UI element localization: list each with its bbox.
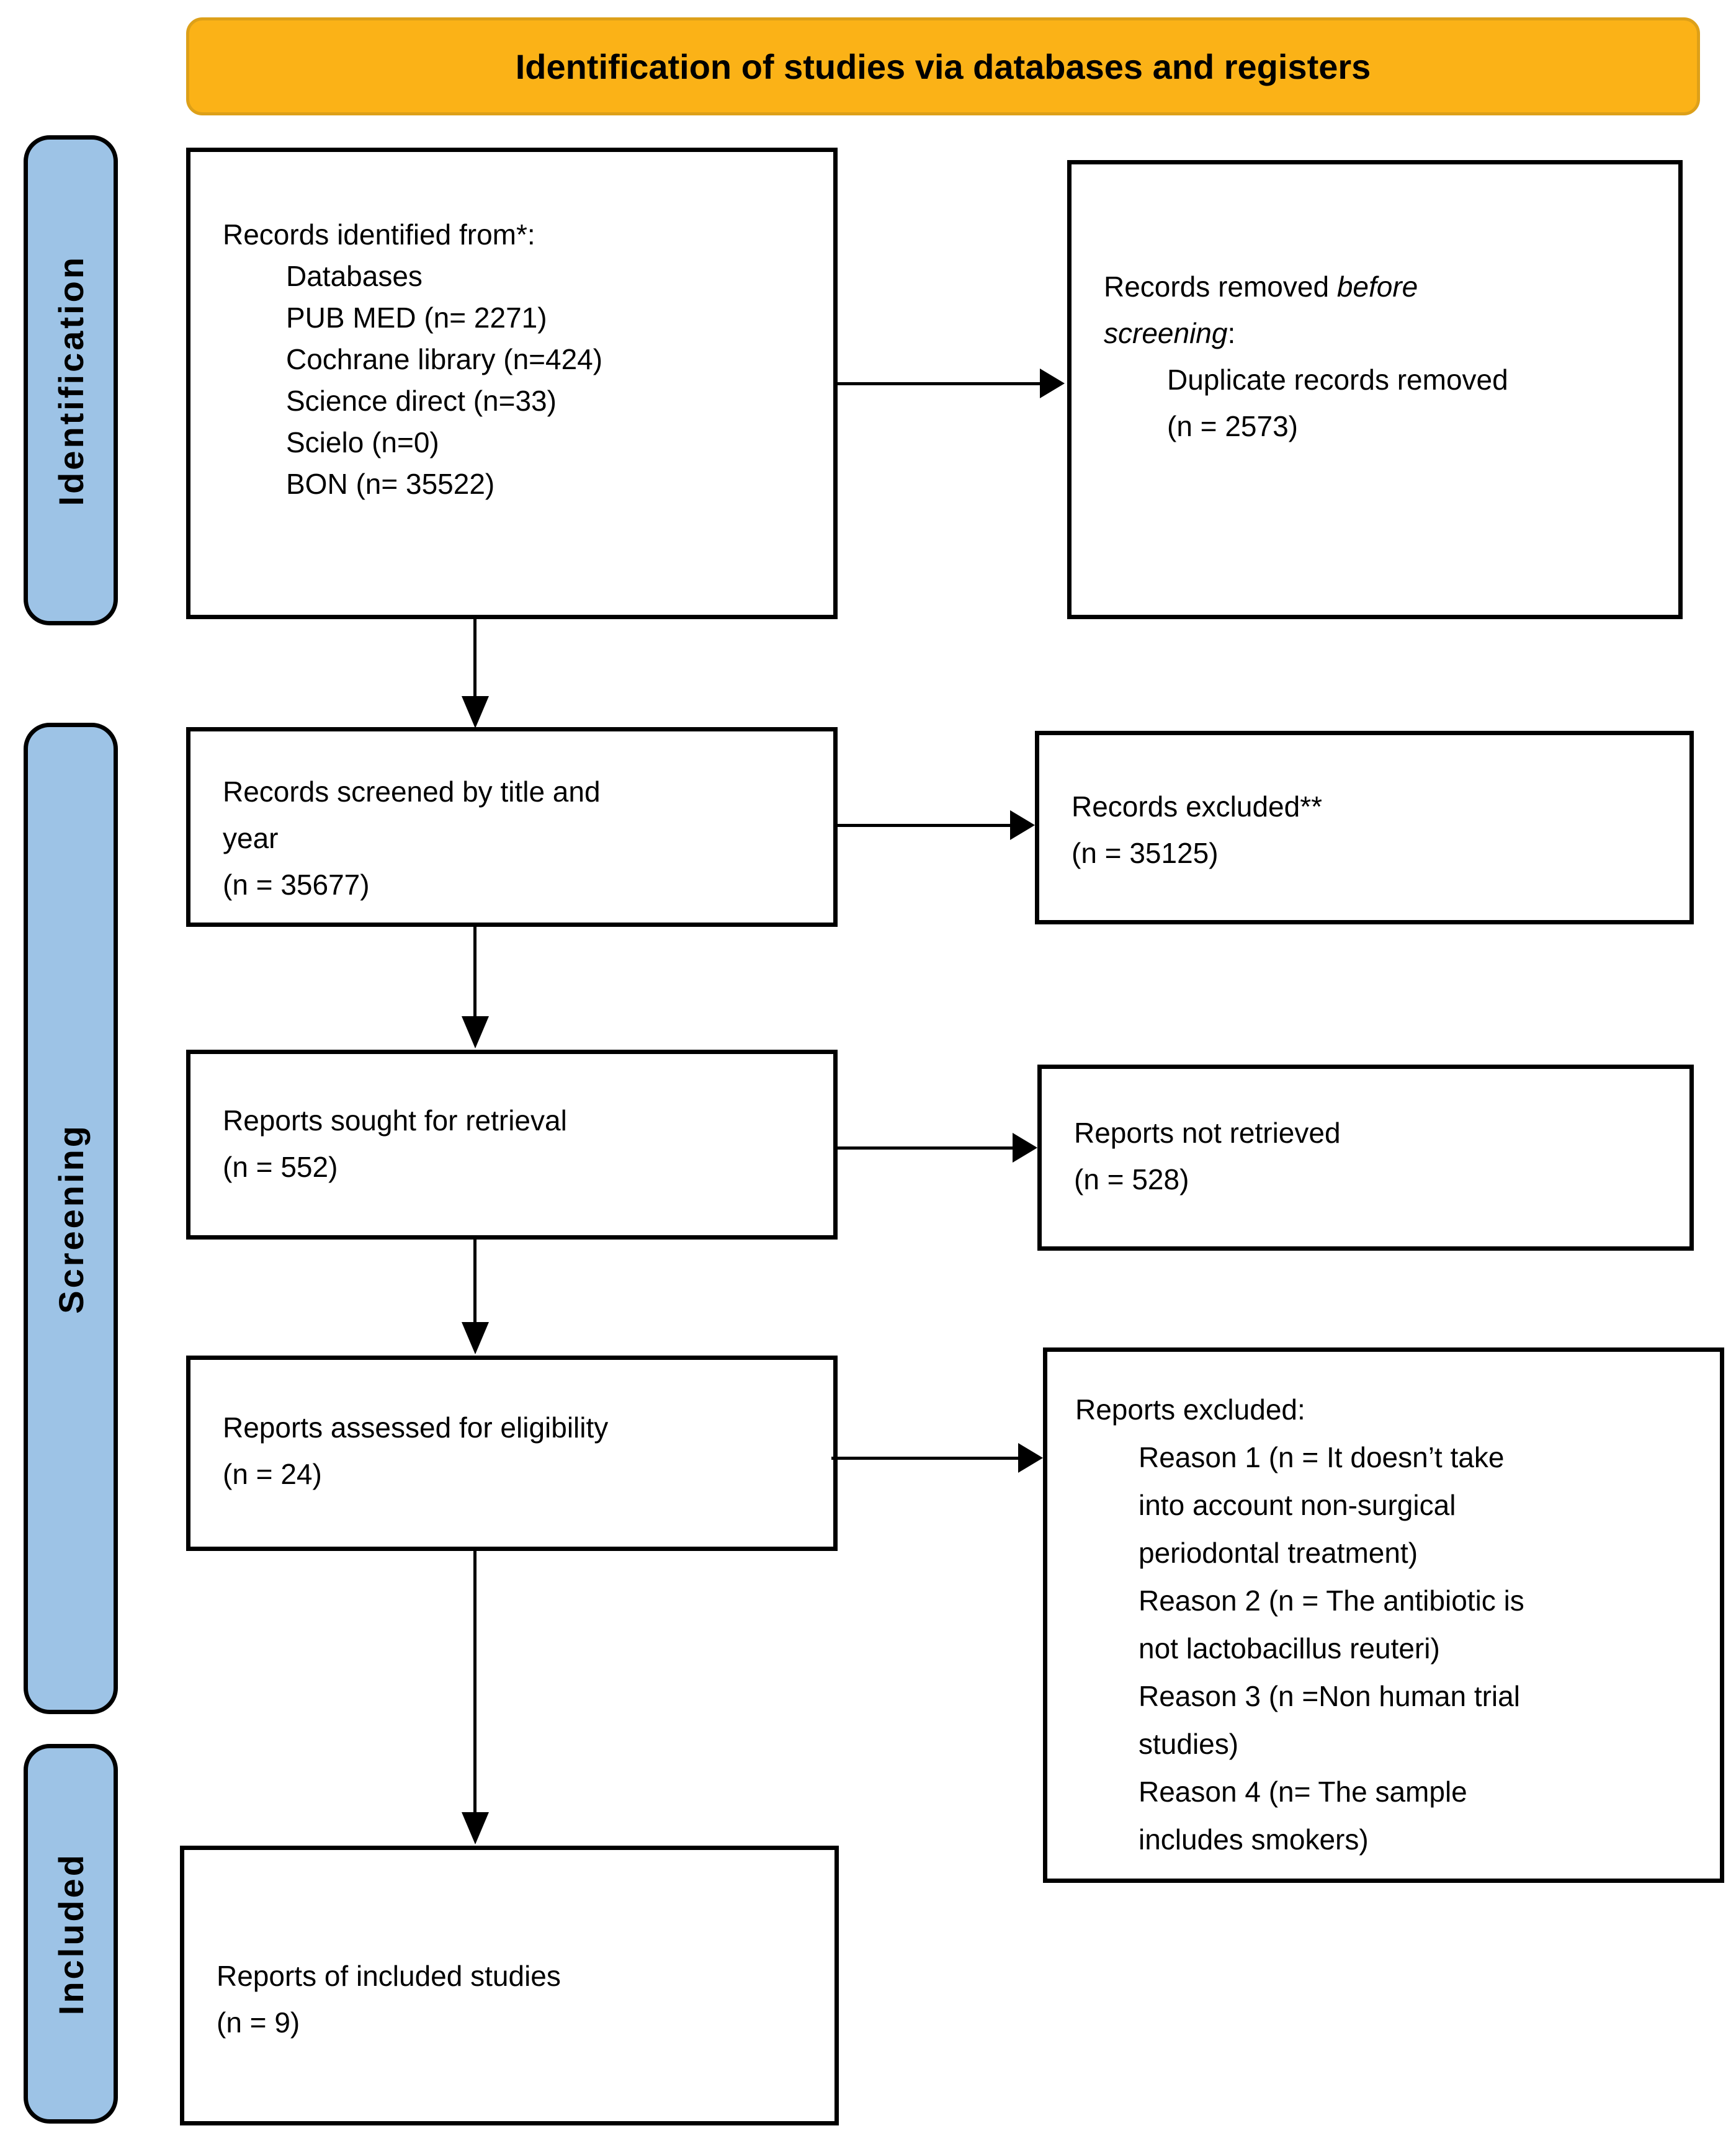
stage-label-included: Included xyxy=(51,1852,91,2016)
arrow-down-icon xyxy=(462,696,489,728)
arrow-right-icon xyxy=(1013,1133,1037,1163)
text-line: Reason 3 (n =Non human trial xyxy=(1139,1680,1520,1712)
text-line: Records excluded** xyxy=(1072,790,1323,823)
arrow-sought-to-notretrieved-line xyxy=(838,1146,1013,1150)
text-line: Records identified from*: xyxy=(223,218,535,251)
text-line: (n = 35677) xyxy=(223,869,370,901)
arrow-identified-to-removed-line xyxy=(838,382,1040,385)
text-line: Reason 4 (n= The sample xyxy=(1139,1776,1467,1808)
box-reports-sought: Reports sought for retrieval (n = 552) xyxy=(186,1050,838,1240)
text-line: screening: xyxy=(1104,317,1236,349)
box-reports-excluded-reasons: Reports excluded: Reason 1 (n = It doesn’… xyxy=(1043,1347,1724,1883)
text-line: Reason 2 (n = The antibiotic is xyxy=(1139,1584,1524,1617)
text-line: (n = 35125) xyxy=(1072,837,1219,869)
text-line: Records removed before xyxy=(1104,270,1418,303)
text-line: PUB MED (n= 2271) xyxy=(286,302,547,334)
arrow-screened-to-sought-line xyxy=(473,926,477,1017)
text-line: Databases xyxy=(286,260,423,292)
arrow-assessed-to-reasons-line xyxy=(831,1457,1018,1460)
arrow-down-icon xyxy=(462,1322,489,1354)
text-line: Duplicate records removed xyxy=(1167,364,1508,396)
text-line: Reports not retrieved xyxy=(1074,1117,1341,1149)
text-line: Scielo (n=0) xyxy=(286,426,439,458)
text-line: (n = 9) xyxy=(217,2006,300,2039)
text-line: includes smokers) xyxy=(1139,1823,1369,1856)
text-line: BON (n= 35522) xyxy=(286,468,495,500)
text-line: (n = 24) xyxy=(223,1458,322,1490)
text-line: into account non-surgical xyxy=(1139,1489,1456,1521)
box-records-excluded: Records excluded** (n = 35125) xyxy=(1035,731,1694,924)
text-line: not lactobacillus reuteri) xyxy=(1139,1632,1440,1665)
text-line: (n = 552) xyxy=(223,1151,338,1183)
box-reports-not-retrieved: Reports not retrieved (n = 528) xyxy=(1037,1065,1694,1251)
text-line: (n = 2573) xyxy=(1167,410,1298,442)
text-line: Science direct (n=33) xyxy=(286,385,557,417)
text-line: periodontal treatment) xyxy=(1139,1537,1418,1569)
text-line: Reports excluded: xyxy=(1075,1393,1305,1426)
text-line: Reason 1 (n = It doesn’t take xyxy=(1139,1441,1505,1473)
arrow-sought-to-assessed-line xyxy=(473,1238,477,1323)
box-reports-assessed: Reports assessed for eligibility (n = 24) xyxy=(186,1356,838,1551)
header-banner: Identification of studies via databases … xyxy=(186,17,1700,115)
stage-bar-included: Included xyxy=(24,1744,118,2124)
stage-bar-screening: Screening xyxy=(24,723,118,1714)
stage-bar-identification: Identification xyxy=(24,135,118,625)
stage-label-identification: Identification xyxy=(51,254,91,506)
box-records-screened: Records screened by title and year (n = 35… xyxy=(186,727,838,927)
stage-label-screening: Screening xyxy=(51,1123,91,1314)
box-reports-included: Reports of included studies (n = 9) xyxy=(180,1846,839,2125)
text-line: studies) xyxy=(1139,1728,1239,1760)
arrow-right-icon xyxy=(1010,810,1035,840)
arrow-identified-to-screened-line xyxy=(473,619,477,697)
arrow-assessed-to-included-line xyxy=(473,1550,477,1813)
arrow-right-icon xyxy=(1040,369,1065,398)
arrow-down-icon xyxy=(462,1812,489,1844)
box-records-removed-before-screening: Records removed before screening: Duplicat… xyxy=(1067,160,1683,619)
text-line: (n = 528) xyxy=(1074,1163,1189,1195)
text-line: Reports of included studies xyxy=(217,1960,561,1992)
diagram-title: Identification of studies via databases … xyxy=(515,47,1371,86)
text-line: Records screened by title and xyxy=(223,775,601,808)
text-line: Reports assessed for eligibility xyxy=(223,1411,609,1444)
text-line: Cochrane library (n=424) xyxy=(286,343,603,375)
arrow-screened-to-excluded-line xyxy=(838,824,1010,827)
arrow-down-icon xyxy=(462,1016,489,1048)
arrow-right-icon xyxy=(1018,1443,1043,1473)
text-line: Reports sought for retrieval xyxy=(223,1104,567,1137)
text-line: year xyxy=(223,822,279,854)
